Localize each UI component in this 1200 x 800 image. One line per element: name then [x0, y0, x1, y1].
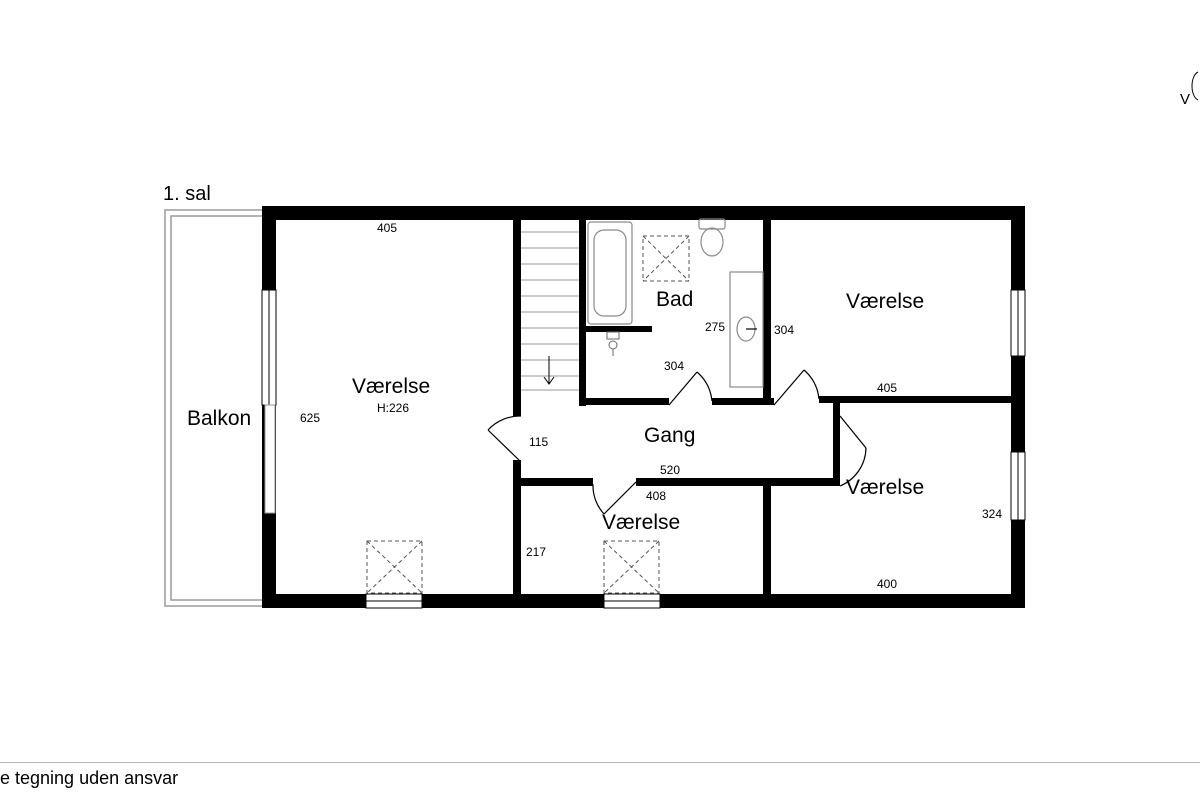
- dim-hall-depth: 115: [529, 435, 548, 449]
- shower-head: [606, 331, 620, 356]
- dim-room-bm-width: 408: [646, 489, 666, 503]
- dim-room-tr-width: 405: [877, 381, 897, 395]
- dim-hall-width: 520: [660, 463, 680, 477]
- room-name-bath: Bad: [656, 288, 693, 311]
- dim-bath-depth: 275: [705, 320, 725, 334]
- stair-direction-arrow: [543, 356, 555, 385]
- windows: [261, 289, 1026, 609]
- door-swings: [487, 369, 867, 515]
- staircase: [521, 231, 579, 391]
- room-height-master: H:226: [377, 401, 409, 415]
- room-name-top-right: Værelse: [846, 290, 924, 313]
- floor-label: 1. sal: [163, 183, 211, 205]
- toilet: [698, 218, 726, 257]
- dim-room-tr-depth: 304: [774, 323, 794, 337]
- compass-marker: V: [1180, 71, 1199, 108]
- compass-glyph: V: [1180, 91, 1190, 108]
- room-name-bottom-middle: Værelse: [602, 511, 680, 534]
- room-name-master: Værelse: [352, 375, 430, 398]
- sink-counter: [729, 271, 764, 388]
- dim-master-width: 405: [377, 221, 397, 235]
- room-name-bottom-right: Værelse: [846, 476, 924, 499]
- footer-disclaimer: e tegning uden ansvar: [0, 768, 179, 788]
- interior-walls: [513, 206, 1011, 605]
- dim-master-depth: 625: [300, 411, 320, 425]
- footer-divider: [0, 762, 1200, 763]
- bathtub: [587, 221, 633, 325]
- dim-room-br-depth: 324: [982, 507, 1002, 521]
- dim-bath-width: 304: [664, 359, 684, 373]
- dim-room-br-width: 400: [877, 577, 897, 591]
- room-name-balcony: Balkon: [187, 407, 251, 430]
- skylights: [366, 235, 690, 594]
- dim-room-bm-depth: 217: [526, 545, 546, 559]
- room-name-hall: Gang: [644, 424, 695, 447]
